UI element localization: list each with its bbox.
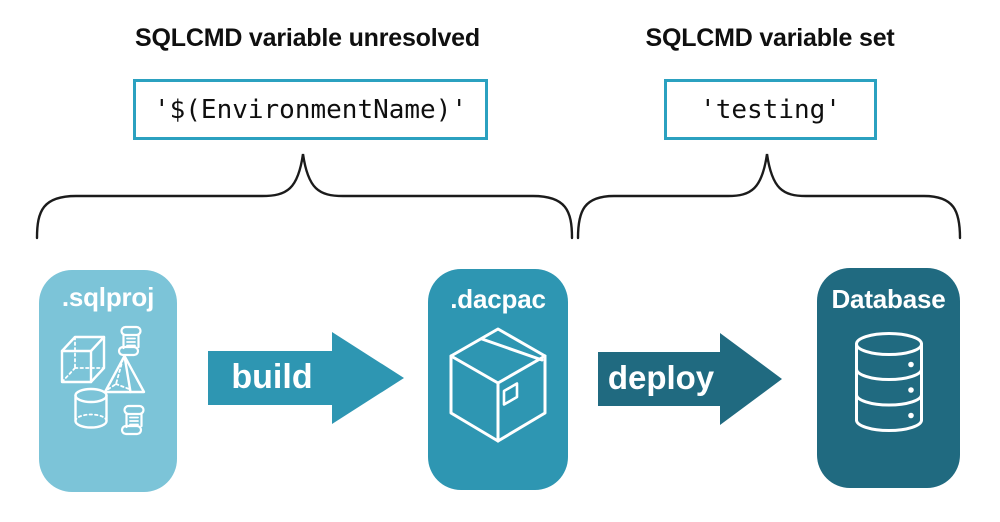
cylinder-icon [74,387,108,429]
curly-brace-left [35,153,574,240]
cube-icon [60,335,106,384]
curly-brace-right [576,153,962,240]
code-box-unresolved: '$(EnvironmentName)' [133,79,488,140]
stage-dacpac: .dacpac [428,269,568,490]
build-arrow-label: build [231,358,313,396]
code-box-resolved: 'testing' [664,79,877,140]
package-icon [449,327,547,443]
stage-dacpac-label: .dacpac [450,284,546,314]
header-unresolved: SQLCMD variable unresolved [135,24,480,52]
stage-database-label: Database [831,284,946,314]
code-value-resolved: 'testing' [700,94,841,125]
build-arrow [208,332,404,424]
stage-database: Database [817,268,960,488]
stage-sqlproj-label: .sqlproj [61,282,155,312]
deploy-arrow [598,333,782,425]
deploy-arrow-label: deploy [607,359,715,396]
database-dots [908,361,914,419]
sql-objects-icon [60,325,146,436]
stage-sqlproj: .sqlproj [39,270,177,492]
scroll-icon [120,404,145,436]
database-icon [855,332,923,432]
pyramid-icon [103,354,146,394]
scroll-icon [117,325,142,357]
header-resolved: SQLCMD variable set [645,24,895,52]
code-value-unresolved: '$(EnvironmentName)' [153,94,468,125]
